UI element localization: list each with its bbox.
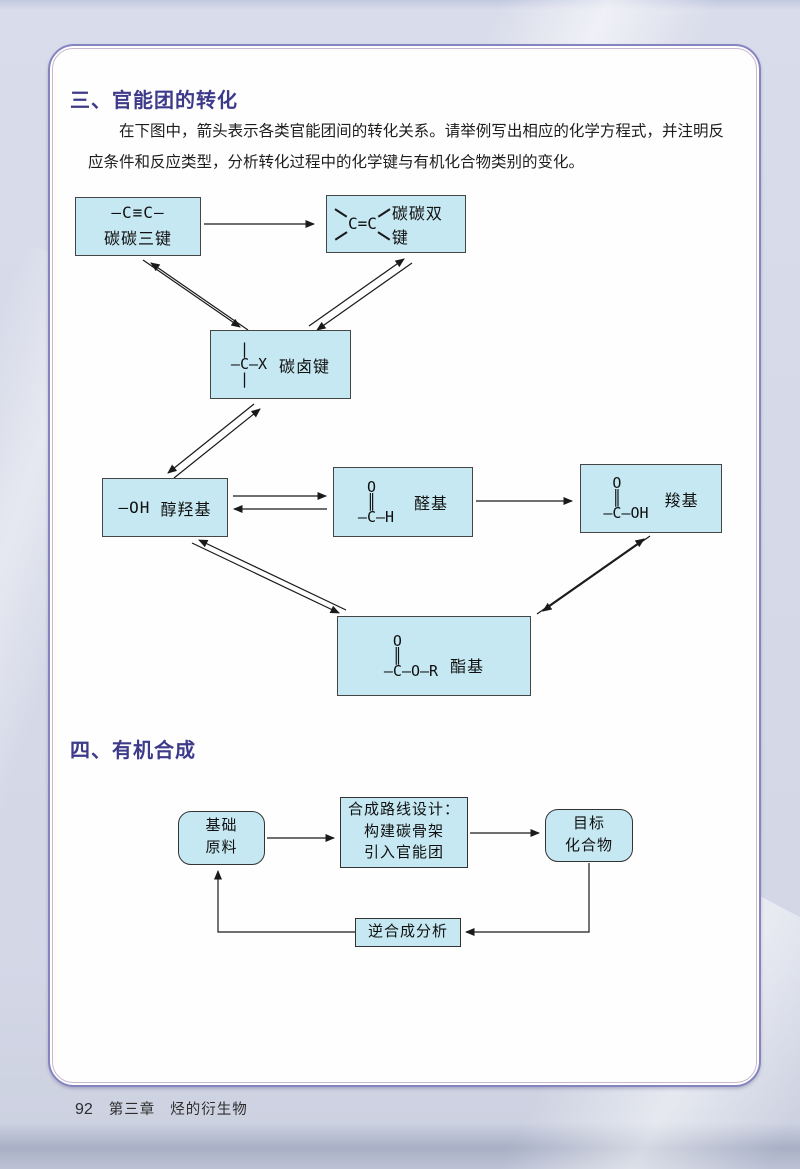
bond-line	[334, 208, 348, 218]
ester-formula: O ║ —C—O—R	[383, 631, 439, 680]
triple-bond-label: 碳碳三键	[103, 231, 172, 248]
page-footer: 92 第三章 烃的衍生物	[75, 1098, 248, 1119]
section-title-organic-synthesis: 四、有机合成	[70, 740, 196, 762]
chapter-number: 第三章	[108, 1102, 156, 1118]
double-bond-formula: C=C	[348, 214, 377, 233]
flow-box-retrosynthesis: 逆合成分析	[355, 918, 461, 947]
section-title-functional-groups: 三、官能团的转化	[70, 90, 238, 112]
flow-box-route-design: 合成路线设计： 构建碳骨架 引入官能团	[340, 797, 468, 868]
triple-bond-formula: —C≡C—	[111, 203, 165, 222]
carbon-halogen-label: 碳卤键	[279, 358, 331, 376]
hydroxyl-label: 醇羟基	[160, 501, 212, 519]
intro-paragraph: 在下图中，箭头表示各类官能团间的转化关系。请举例写出相应的化学方程式，并注明反应…	[88, 123, 724, 171]
ester-label: 酯基	[450, 659, 485, 676]
flow-box-raw-materials: 基础 原料	[178, 811, 265, 865]
box-aldehyde-group: O ║ —C—H 醛基	[333, 467, 473, 537]
bond-line	[377, 208, 391, 218]
aldehyde-formula: O ║ —C—H	[357, 477, 395, 526]
carbon-halogen-formula: | —C—X |	[230, 340, 268, 388]
box-carbon-halogen-bond: | —C—X | 碳卤键	[210, 330, 351, 399]
box-ester-group: O ║ —C—O—R 酯基	[337, 616, 531, 696]
box-carboxyl-group: O ║ —C—OH 羧基	[580, 464, 722, 533]
double-bond-label: 碳碳双键	[391, 206, 443, 247]
box-hydroxyl-group: —OH 醇羟基	[102, 478, 228, 537]
box-carbon-triple-bond: —C≡C— 碳碳三键	[75, 197, 201, 256]
hydroxyl-formula: —OH	[118, 497, 151, 517]
flow-box-target-compound: 目标 化合物	[545, 809, 633, 862]
carboxyl-label: 羧基	[664, 492, 699, 510]
bond-line	[334, 230, 348, 240]
box-carbon-double-bond: C=C 碳碳双键	[326, 195, 466, 253]
chapter-title: 烃的衍生物	[170, 1102, 248, 1118]
aldehyde-label: 醛基	[414, 496, 449, 513]
bond-line	[377, 230, 391, 240]
page-number: 92	[75, 1101, 93, 1118]
carboxyl-formula: O ║ —C—OH	[603, 474, 649, 522]
double-bond-structure: C=C	[333, 203, 392, 245]
